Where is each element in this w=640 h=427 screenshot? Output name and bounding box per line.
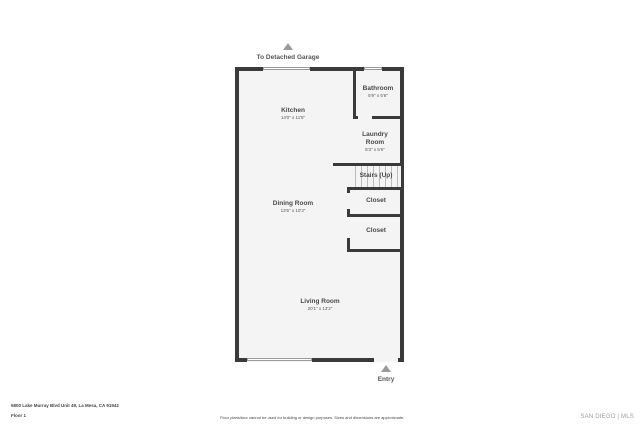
room-closet-2: Closet <box>352 227 400 235</box>
wall-top-right <box>382 67 404 71</box>
room-name: Bathroom <box>362 85 394 92</box>
floor-label: Floor 1 <box>11 413 27 418</box>
wall-left <box>235 67 239 362</box>
wall-top-left <box>235 67 263 71</box>
wall-top-mid <box>310 67 364 71</box>
wall-closet-divider <box>347 214 404 217</box>
wall-bath-laundry <box>372 116 404 119</box>
stairs-treads <box>350 166 401 187</box>
entry-label: Entry <box>377 376 395 383</box>
wall-bath-stub <box>353 116 358 119</box>
room-name: Closet <box>366 227 386 234</box>
wall-bottom-right <box>398 358 404 362</box>
address: 5800 Lake Murray Blvd Unit 49, La Mesa, … <box>11 403 119 408</box>
room-name: Stairs (Up) <box>359 172 393 179</box>
room-bathroom: Bathroom 5'9" x 5'6" <box>356 85 400 99</box>
room-name: Living Room <box>300 298 340 305</box>
room-laundry: Laundry Room 8'3" x 5'6" <box>356 131 394 153</box>
window-bottom-living <box>247 358 312 361</box>
room-stairs: Stairs (Up) <box>352 172 400 180</box>
wall-closet2-left-bottom <box>347 238 350 252</box>
room-dims: 20'1" x 13'2" <box>307 306 333 311</box>
room-dims: 8'3" x 5'6" <box>365 147 385 152</box>
entry-door-gap <box>374 358 398 362</box>
garage-arrow-icon <box>283 43 293 50</box>
room-dims: 14'0" x 11'5" <box>280 115 306 120</box>
entry-arrow-icon <box>381 365 391 372</box>
room-dims: 5'9" x 5'6" <box>368 93 388 98</box>
wall-closet1-left-bottom <box>347 209 350 217</box>
garage-label: To Detached Garage <box>256 54 320 61</box>
room-dining: Dining Room 13'6" x 10'3" <box>253 200 333 214</box>
room-dims: 13'6" x 10'3" <box>280 208 306 213</box>
wall-bottom-mid <box>312 358 374 362</box>
room-name: Laundry Room <box>362 131 388 146</box>
room-name: Dining Room <box>272 200 314 207</box>
room-name: Kitchen <box>281 107 305 114</box>
wall-bath-vertical <box>353 67 356 119</box>
brand-logo: SAN DIEGO | MLS <box>580 414 634 420</box>
room-name: Closet <box>366 197 386 204</box>
wall-closet2-bottom <box>347 249 404 252</box>
wall-laundry-stairs <box>333 163 404 166</box>
disclaimer: Floor plans/tour cannot be used for buil… <box>220 415 405 420</box>
wall-bottom-left <box>235 358 247 362</box>
window-top-kitchen <box>263 67 310 70</box>
room-living: Living Room 20'1" x 13'2" <box>280 298 360 312</box>
room-kitchen: Kitchen 14'0" x 11'5" <box>253 107 333 121</box>
room-closet-1: Closet <box>352 197 400 205</box>
wall-closet1-left-top <box>347 187 350 193</box>
window-top-bath <box>364 67 382 70</box>
wall-stairs-closet <box>347 187 404 190</box>
